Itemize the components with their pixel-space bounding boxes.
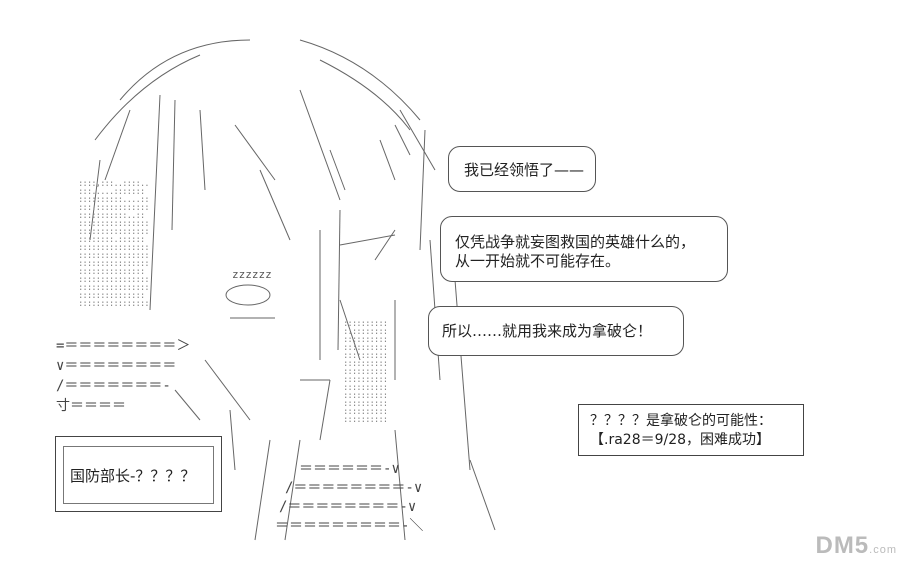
stripe-row: /＝＝＝＝＝＝＝＝-∨ (285, 480, 423, 496)
stripe-row: ＝＝＝＝＝＝＝＝＝-＼ (275, 518, 424, 534)
speech-bubble-3 (428, 306, 684, 356)
caption-line-2: 【.ra28＝9/28，困难成功】 (590, 432, 771, 448)
coat-shading: :::::::::: :::::::::: :::::::::: :::::::… (343, 320, 388, 425)
speech-bubble-1 (448, 146, 596, 192)
stripe-row: /＝＝＝＝＝＝＝- (56, 378, 171, 394)
hair-shading-left: ::::,:::..::::.. :::.....::::::: :::::::… (78, 180, 150, 309)
stripe-row: ＝＝＝＝＝＝-∨ (299, 461, 400, 477)
speech-bubble-1-text: 我已经领悟了—— (464, 161, 585, 179)
watermark-sub: .com (869, 544, 897, 556)
caption-line-1: ？？？？是拿破仑的可能性： (590, 413, 772, 429)
stripe-row: =＝＝＝＝＝＝＝＝＞ (56, 338, 191, 354)
speech-bubble-2-line2: 从一开始就不可能存在。 (455, 252, 621, 270)
stripe-row: 寸＝＝＝＝ (56, 398, 126, 414)
stripe-row: /＝＝＝＝＝＝＝＝-∨ (279, 499, 417, 515)
eye-text: zzzzzz (232, 268, 272, 281)
stripe-row: ∨＝＝＝＝＝＝＝＝ (56, 358, 177, 374)
speech-bubble-3-text: 所以……就用我来成为拿破仑！ (442, 322, 653, 340)
speech-bubble-2 (440, 216, 728, 282)
watermark-main: DM5 (815, 532, 870, 559)
name-sign-inner (63, 446, 214, 504)
caption-box (578, 404, 804, 456)
watermark-logo: DM5.com (815, 532, 897, 560)
name-sign-text: 国防部长-？？？？ (70, 467, 196, 485)
speech-bubble-2-line1: 仅凭战争就妄图救国的英雄什么的， (455, 233, 696, 251)
uniform-stripes-right: ＝＝＝＝＝＝-∨ /＝＝＝＝＝＝＝＝-∨ /＝＝＝＝＝＝＝＝-∨ ＝＝＝＝＝＝＝… (275, 460, 423, 536)
uniform-stripes-left: =＝＝＝＝＝＝＝＝＞ ∨＝＝＝＝＝＝＝＝ /＝＝＝＝＝＝＝- 寸＝＝＝＝ (56, 336, 190, 416)
